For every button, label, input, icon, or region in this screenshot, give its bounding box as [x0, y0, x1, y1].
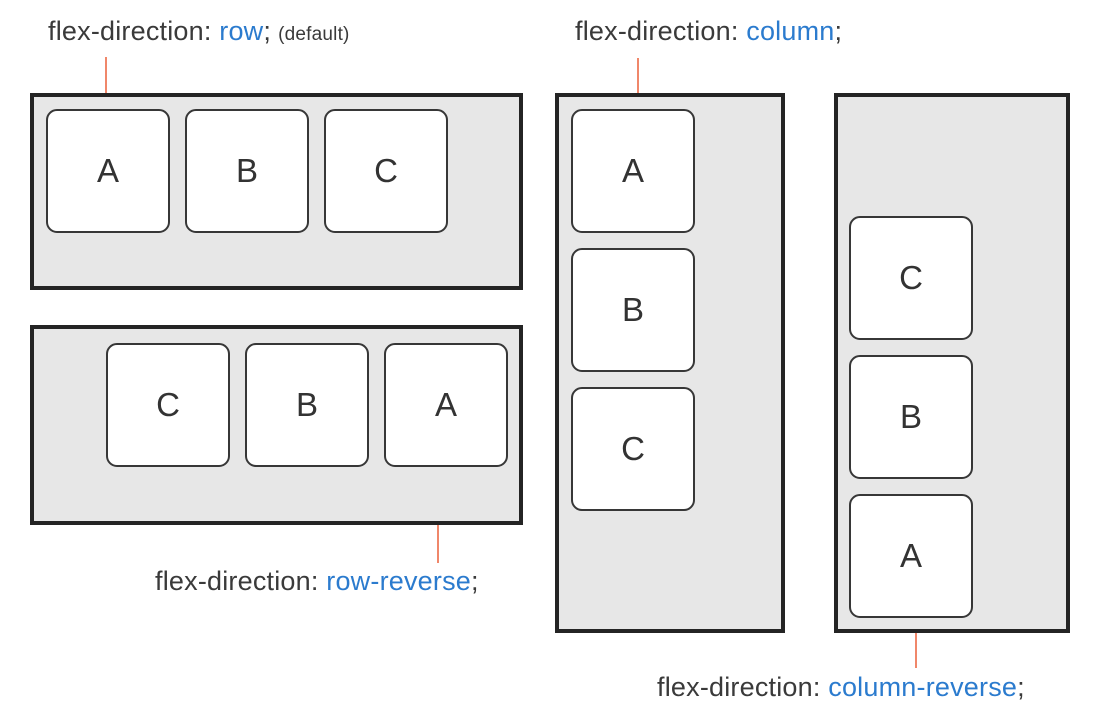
callout-line-column-reverse [915, 633, 917, 668]
label-property-text: flex-direction: [657, 672, 829, 702]
label-value-column-reverse: column-reverse [828, 672, 1018, 702]
flex-container-column: A B C [555, 93, 785, 633]
flex-container-column-reverse: A B C [834, 93, 1070, 633]
flex-container-row-reverse: A B C [30, 325, 523, 525]
label-property-text: flex-direction: [575, 16, 747, 46]
label-semicolon: ; [834, 16, 843, 46]
label-flex-direction-column: flex-direction: column; [575, 16, 842, 47]
flex-item-a: A [384, 343, 508, 467]
label-property-text: flex-direction: [48, 16, 220, 46]
callout-line-row-reverse [437, 525, 439, 563]
flex-item-a: A [571, 109, 695, 233]
label-semicolon: ; [263, 16, 272, 46]
callout-line-row [105, 57, 107, 93]
label-value-column: column [746, 16, 835, 46]
flex-item-c: C [849, 216, 973, 340]
label-flex-direction-column-reverse: flex-direction: column-reverse; [657, 672, 1025, 703]
label-default-note: (default) [278, 24, 350, 45]
flex-item-a: A [46, 109, 170, 233]
flex-container-row: A B C [30, 93, 523, 290]
flex-item-c: C [571, 387, 695, 511]
flex-item-b: B [849, 355, 973, 479]
callout-line-column [637, 58, 639, 93]
label-semicolon: ; [471, 566, 479, 596]
label-value-row-reverse: row-reverse [326, 566, 471, 596]
flex-item-b: B [245, 343, 369, 467]
flex-item-a: A [849, 494, 973, 618]
flex-item-b: B [571, 248, 695, 372]
label-flex-direction-row: flex-direction: row; (default) [48, 16, 350, 47]
label-value-row: row [219, 16, 264, 46]
label-property-text: flex-direction: [155, 566, 327, 596]
label-semicolon: ; [1017, 672, 1025, 702]
flex-item-c: C [324, 109, 448, 233]
label-flex-direction-row-reverse: flex-direction: row-reverse; [155, 566, 479, 597]
flex-item-b: B [185, 109, 309, 233]
flex-item-c: C [106, 343, 230, 467]
